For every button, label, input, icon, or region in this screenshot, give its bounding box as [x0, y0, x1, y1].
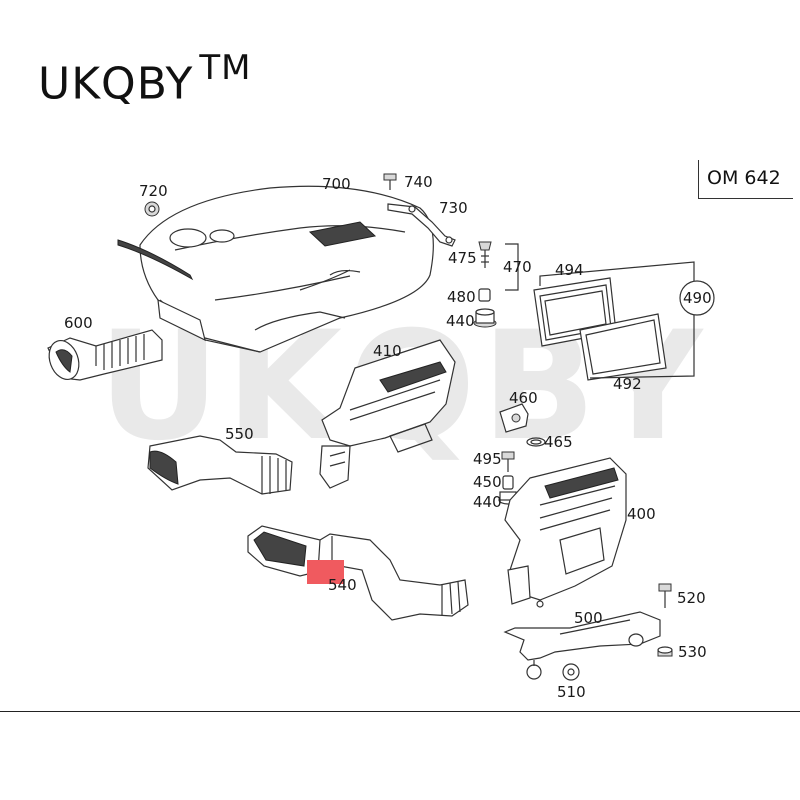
part-number-540: 540	[328, 576, 357, 594]
part-450-spacer-drawing	[502, 475, 514, 490]
part-number-550: 550	[225, 425, 254, 443]
part-number-465: 465	[544, 433, 573, 451]
part-number-400: 400	[627, 505, 656, 523]
part-number-410: 410	[373, 342, 402, 360]
part-number-460: 460	[509, 389, 538, 407]
part-470-group-bracket	[505, 243, 519, 291]
part-465-seal-ring-drawing	[526, 437, 546, 447]
part-number-600: 600	[64, 314, 93, 332]
part-number-492: 492	[613, 375, 642, 393]
part-number-730: 730	[439, 199, 468, 217]
engine-model-frame	[698, 160, 793, 199]
part-520-bolt-drawing	[658, 583, 672, 608]
part-730-bracket-drawing	[387, 203, 456, 247]
part-number-470: 470	[503, 258, 532, 276]
engine-model-label: OM 642	[707, 167, 781, 189]
part-number-490: 490	[683, 289, 712, 307]
highlight-marker	[307, 560, 344, 584]
part-530-nut-drawing	[657, 646, 673, 657]
part-number-520: 520	[677, 589, 706, 607]
part-number-740: 740	[404, 173, 433, 191]
part-number-530: 530	[678, 643, 707, 661]
bottom-divider	[0, 711, 800, 712]
part-number-440-upper: 440	[446, 312, 475, 330]
part-480-spacer-drawing	[478, 288, 491, 302]
part-400-filter-housing-drawing	[504, 457, 627, 608]
part-740-bolt-drawing	[383, 173, 397, 190]
part-number-720: 720	[139, 182, 168, 200]
part-720-nut-drawing	[144, 201, 160, 217]
part-number-495: 495	[473, 450, 502, 468]
part-number-494: 494	[555, 261, 584, 279]
part-492-filter-element-drawing	[579, 313, 667, 381]
part-495-bolt-drawing	[501, 451, 515, 472]
part-550-air-duct-drawing	[147, 435, 293, 495]
part-number-450: 450	[473, 473, 502, 491]
part-number-440-lower: 440	[473, 493, 502, 511]
brand-name: UKQBY	[38, 58, 194, 110]
part-460-sensor-drawing	[499, 403, 529, 433]
part-475-bolt-drawing	[478, 241, 492, 268]
part-410-filter-housing-drawing	[319, 339, 456, 489]
part-number-510: 510	[557, 683, 586, 701]
part-490-group-bracket	[539, 261, 715, 379]
part-number-475: 475	[448, 249, 477, 267]
brand-trademark: TM	[199, 48, 252, 88]
part-number-500: 500	[574, 609, 603, 627]
part-number-480: 480	[447, 288, 476, 306]
part-500-bracket-drawing	[503, 611, 661, 680]
part-700-engine-cover-drawing	[117, 185, 434, 353]
part-510-mount-drawing	[562, 663, 580, 681]
part-600-air-duct-drawing	[47, 329, 163, 381]
part-number-700: 700	[322, 175, 351, 193]
part-540-air-duct-drawing	[247, 525, 469, 621]
part-440-grommet-drawing	[473, 308, 497, 328]
